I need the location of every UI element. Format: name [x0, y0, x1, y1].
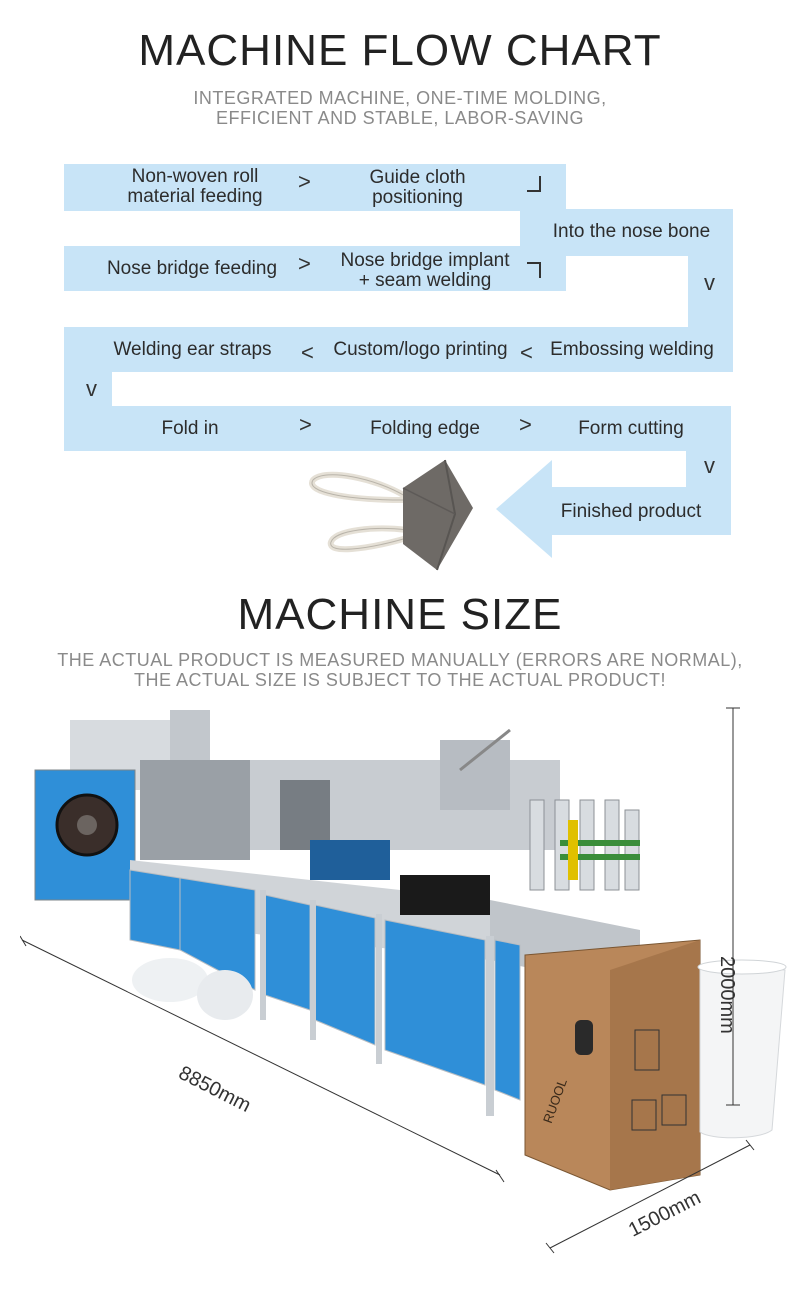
flow-subtitle-line1: INTEGRATED MACHINE, ONE-TIME MOLDING, — [193, 88, 607, 108]
size-subtitle-line1: THE ACTUAL PRODUCT IS MEASURED MANUALLY … — [57, 650, 743, 670]
arrow-right: > — [299, 412, 312, 437]
step-welding-ear-straps: Welding ear straps — [113, 339, 272, 360]
arrow-left: < — [301, 340, 314, 365]
flow-left-connector — [64, 370, 112, 408]
step-text: Guide cloth — [369, 167, 466, 188]
flow-final-arrowhead — [496, 460, 552, 558]
flow-right-connector-2 — [686, 449, 731, 489]
flow-row1-band — [64, 164, 566, 211]
step-finished-product: Finished product — [560, 501, 702, 522]
arrow-down: v — [86, 376, 97, 401]
step-custom-logo-printing: Custom/logo printing — [333, 339, 508, 360]
arrow-right: > — [298, 169, 311, 194]
arrow-right: > — [298, 251, 311, 276]
flow-title: MACHINE FLOW CHART — [138, 26, 662, 75]
step-text: Nose bridge implant — [340, 250, 510, 271]
corner-turn-icon — [527, 176, 541, 192]
step-embossing-welding: Embossing welding — [550, 339, 714, 360]
flow-right-connector — [688, 254, 733, 329]
machine-image — [20, 707, 787, 1254]
flow-row2-band — [64, 246, 566, 291]
flow-subtitle-line2: EFFICIENT AND STABLE, LABOR-SAVING — [215, 108, 585, 128]
corner-turn-icon — [527, 262, 541, 278]
arrow-right: > — [519, 412, 532, 437]
height-dimension-label: 2000mm — [716, 956, 738, 1034]
step-folding-edge: Folding edge — [370, 418, 480, 439]
step-text: material feeding — [127, 186, 263, 207]
arrow-down: v — [704, 270, 715, 295]
size-subtitle-line2: THE ACTUAL SIZE IS SUBJECT TO THE ACTUAL… — [134, 670, 666, 690]
flow-final-band — [550, 487, 731, 535]
step-form-cutting: Form cutting — [578, 418, 684, 439]
step-into-nose-bone: Into the nose bone — [552, 221, 711, 242]
step-nonwoven-feeding: Non-woven roll material feeding — [105, 167, 285, 207]
step-fold-in: Fold in — [161, 418, 219, 439]
arrow-down: v — [704, 453, 715, 478]
step-text: positioning — [372, 187, 463, 208]
step-nose-bridge-feeding: Nose bridge feeding — [106, 258, 278, 279]
flow-row3-band — [64, 327, 733, 372]
step-nose-bridge-implant: Nose bridge implant + seam welding — [320, 251, 530, 291]
arrow-left: < — [520, 340, 533, 365]
step-text: + seam welding — [358, 270, 492, 291]
flow-row4-band — [64, 406, 731, 451]
step-text: Non-woven roll — [131, 166, 259, 187]
mask-image — [308, 459, 473, 571]
step-guide-cloth: Guide cloth positioning — [330, 168, 505, 208]
size-title: MACHINE SIZE — [237, 590, 563, 639]
